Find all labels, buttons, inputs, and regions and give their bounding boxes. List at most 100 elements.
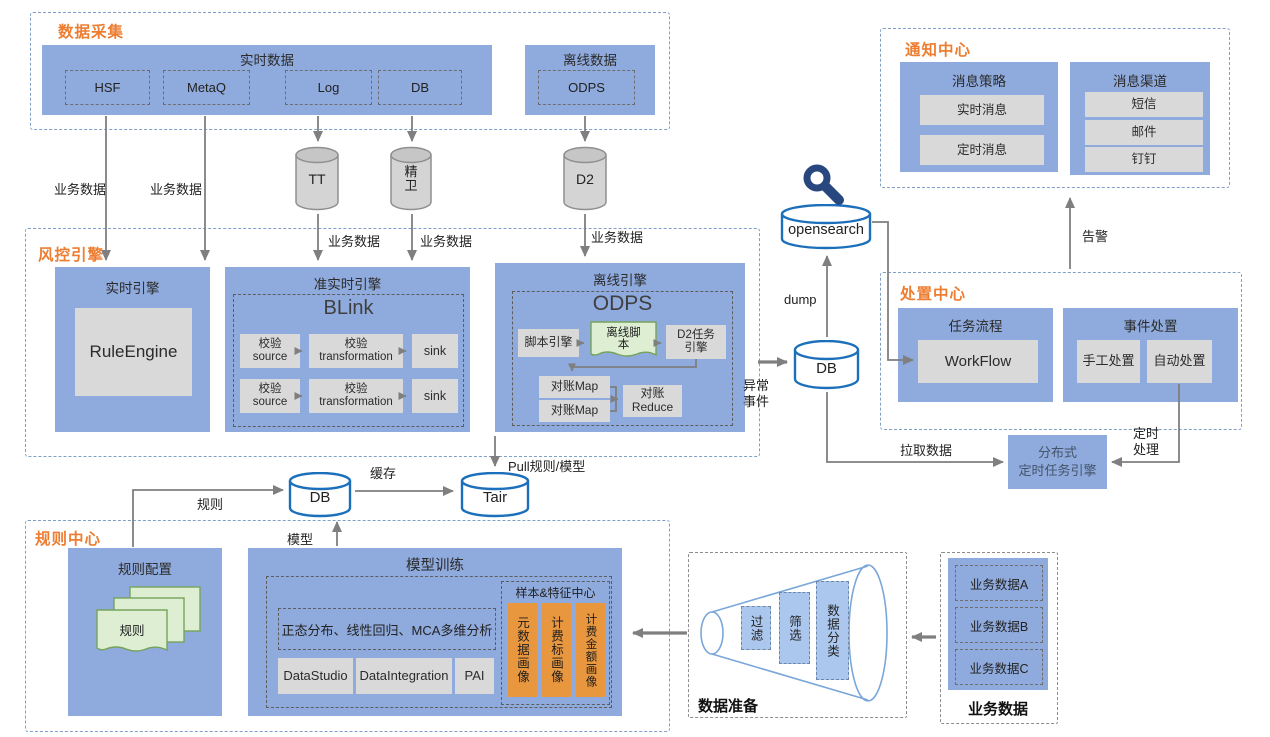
- data-collection-container: [30, 12, 670, 130]
- transformation-box: 校验 transformation: [309, 334, 403, 368]
- funnel-svg: [700, 564, 888, 702]
- rule-center-title: 规则中心: [35, 531, 102, 548]
- offline-data-box: 离线数据: [525, 45, 655, 115]
- data-prep-title: 数据准备: [698, 698, 759, 715]
- biz-data-b-box: 业务数据B: [955, 607, 1043, 643]
- timed-processing-label: 定时 处理: [1133, 426, 1160, 458]
- rule-config-box: 规则配置: [68, 548, 222, 716]
- log-box: Log: [285, 70, 372, 105]
- magnifier-icon: [801, 164, 849, 212]
- sink-box: sink: [412, 379, 458, 413]
- document-shape: [590, 321, 657, 357]
- offline-engine-title: 离线引擎: [593, 273, 647, 288]
- sms-box: 短信: [1085, 92, 1203, 117]
- sink-box: sink: [412, 334, 458, 368]
- offline-script-doc: 离线脚 本: [590, 321, 657, 363]
- dump-label: dump: [784, 292, 817, 307]
- distributed-timer-engine-box: 分布式 定时任务引擎: [1008, 435, 1107, 489]
- cylinder-shape: [563, 146, 607, 211]
- biz-data-label: 业务数据: [150, 182, 203, 197]
- db-mid-cylinder: DB: [288, 472, 352, 518]
- cylinder-shape: [780, 204, 872, 250]
- realtime-data-box: 实时数据: [42, 45, 492, 115]
- biz-data-c-box: 业务数据C: [955, 649, 1043, 685]
- message-strategy-title: 消息策略: [952, 74, 1006, 89]
- message-channel-title: 消息渠道: [1113, 74, 1167, 89]
- tt-cylinder: TT: [294, 146, 340, 212]
- filter-stage: 过滤: [741, 606, 771, 650]
- document-stack-shape: [96, 586, 201, 652]
- datastudio-box: DataStudio: [278, 658, 353, 694]
- feature-center-title: 样本&特征中心: [515, 586, 596, 600]
- classify-stage: 数据分类: [816, 581, 849, 680]
- pull-data-label: 拉取数据: [900, 443, 953, 458]
- odps-engine-title: ODPS: [592, 292, 653, 315]
- workflow-box: WorkFlow: [918, 340, 1038, 383]
- magnifier-svg: [803, 164, 844, 205]
- meta-data-profile-bar: 元数据画像: [508, 603, 537, 697]
- odps-engine-container: ODPS: [512, 291, 733, 426]
- training-inner-container: [266, 576, 612, 708]
- email-box: 邮件: [1085, 120, 1203, 145]
- d2-task-engine-box: D2任务 引擎: [666, 325, 726, 359]
- biz-data-label: 业务数据: [591, 230, 644, 245]
- jingwei-label: 精 卫: [404, 164, 418, 193]
- source-box: 校验 source: [240, 334, 300, 368]
- cache-label: 缓存: [370, 466, 397, 481]
- offline-data-title: 离线数据: [563, 53, 617, 68]
- source-box: 校验 source: [240, 379, 300, 413]
- data-prep-container: [688, 552, 907, 718]
- billing-label-profile-bar: 计费标画像: [542, 603, 571, 697]
- alert-label: 告警: [1082, 229, 1109, 244]
- d2-cylinder: D2: [562, 146, 608, 212]
- reconcile-map-box: 对账Map: [539, 376, 610, 398]
- rule-doc-label: 规则: [119, 624, 145, 638]
- db-mid-label: DB: [309, 489, 331, 507]
- rule-center-container: [25, 520, 670, 732]
- offline-script-label: 离线脚 本: [606, 326, 641, 351]
- opensearch-cylinder: opensearch: [780, 204, 872, 250]
- rule-doc-stack: 规则: [92, 586, 204, 670]
- biz-data-label: 业务数据: [54, 182, 107, 197]
- manual-handle-box: 手工处置: [1077, 340, 1140, 383]
- hsf-box: HSF: [65, 70, 150, 105]
- model-training-title: 模型训练: [406, 558, 464, 574]
- data-collection-title: 数据采集: [58, 24, 125, 41]
- model-label: 模型: [287, 532, 314, 547]
- pull-rule-model-label: Pull规则/模型: [508, 459, 586, 474]
- biz-source-inner-box: [948, 558, 1048, 690]
- transformation-box: 校验 transformation: [309, 379, 403, 413]
- risk-engine-container: [25, 228, 760, 457]
- biz-data-label: 业务数据: [328, 234, 381, 249]
- realtime-engine-title: 实时引擎: [105, 281, 160, 296]
- reconcile-map-box: 对账Map: [539, 400, 610, 422]
- biz-data-label: 业务数据: [420, 234, 473, 249]
- script-engine-box: 脚本引擎: [518, 329, 579, 357]
- event-handle-title: 事件处置: [1123, 319, 1178, 334]
- biz-source-title: 业务数据: [967, 701, 1028, 718]
- notify-center-title: 通知中心: [905, 42, 972, 59]
- dataintegration-box: DataIntegration: [356, 658, 452, 694]
- d2-label: D2: [576, 170, 594, 187]
- blink-title: BLink: [323, 297, 374, 319]
- metaq-box: MetaQ: [163, 70, 250, 105]
- tair-cylinder: Tair: [460, 472, 530, 518]
- biz-source-container: [940, 552, 1058, 724]
- cylinder-shape: [288, 472, 352, 518]
- cylinder-shape: [793, 340, 860, 390]
- odps-source-box: ODPS: [538, 70, 635, 105]
- exception-event-label: 异常 事件: [743, 378, 770, 410]
- pai-box: PAI: [455, 658, 494, 694]
- funnel-shape: [697, 558, 891, 708]
- select-stage: 筛选: [779, 592, 810, 664]
- realtime-data-title: 实时数据: [240, 53, 294, 68]
- analysis-methods-box: 正态分布、线性回归、MCA多维分析: [278, 608, 496, 650]
- cylinder-shape: [295, 146, 339, 211]
- cylinder-shape: [460, 472, 530, 518]
- dingtalk-box: 钉钉: [1085, 147, 1203, 172]
- opensearch-label: opensearch: [788, 221, 864, 238]
- feature-center-container: 样本&特征中心: [501, 581, 610, 705]
- risk-engine-title: 风控引擎: [38, 247, 105, 264]
- db-right-cylinder: DB: [793, 340, 860, 390]
